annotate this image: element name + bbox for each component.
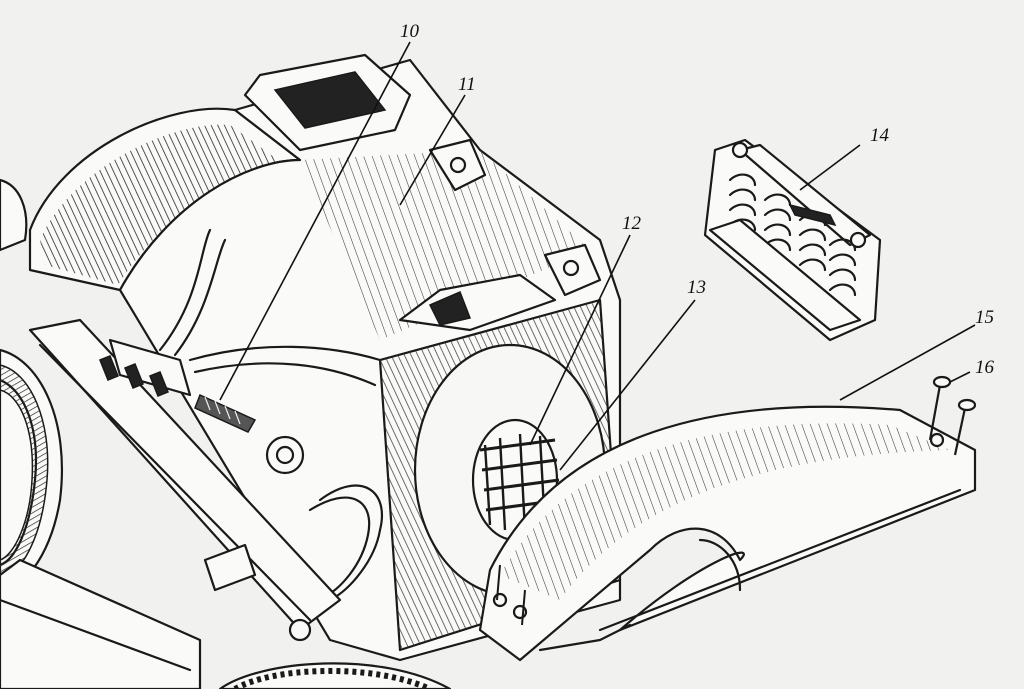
leader-14 [799, 144, 861, 191]
gear-cover [478, 405, 977, 662]
callout-16: 16 [975, 357, 994, 378]
leader-15 [839, 324, 976, 401]
left-wheel-assembly [0, 178, 64, 597]
leader-10 [219, 41, 411, 401]
callout-10: 10 [400, 21, 419, 42]
cable-bundle [158, 228, 383, 602]
cover-bolts [496, 375, 977, 626]
leader-13 [559, 299, 696, 471]
brush-holder-bolt [194, 393, 257, 433]
leader-12 [529, 234, 631, 446]
terminal-rail [28, 318, 342, 642]
callout-12: 12 [622, 213, 641, 234]
leader-11 [399, 94, 466, 206]
axle-shaft [0, 558, 202, 689]
callout-14: 14 [870, 125, 889, 146]
leader-16 [949, 371, 971, 383]
callout-11: 11 [458, 74, 476, 95]
callout-13: 13 [687, 277, 706, 298]
leader-lines [219, 41, 976, 471]
callout-15: 15 [975, 307, 994, 328]
bottom-gear [218, 662, 452, 689]
spring-assembly [703, 138, 882, 342]
